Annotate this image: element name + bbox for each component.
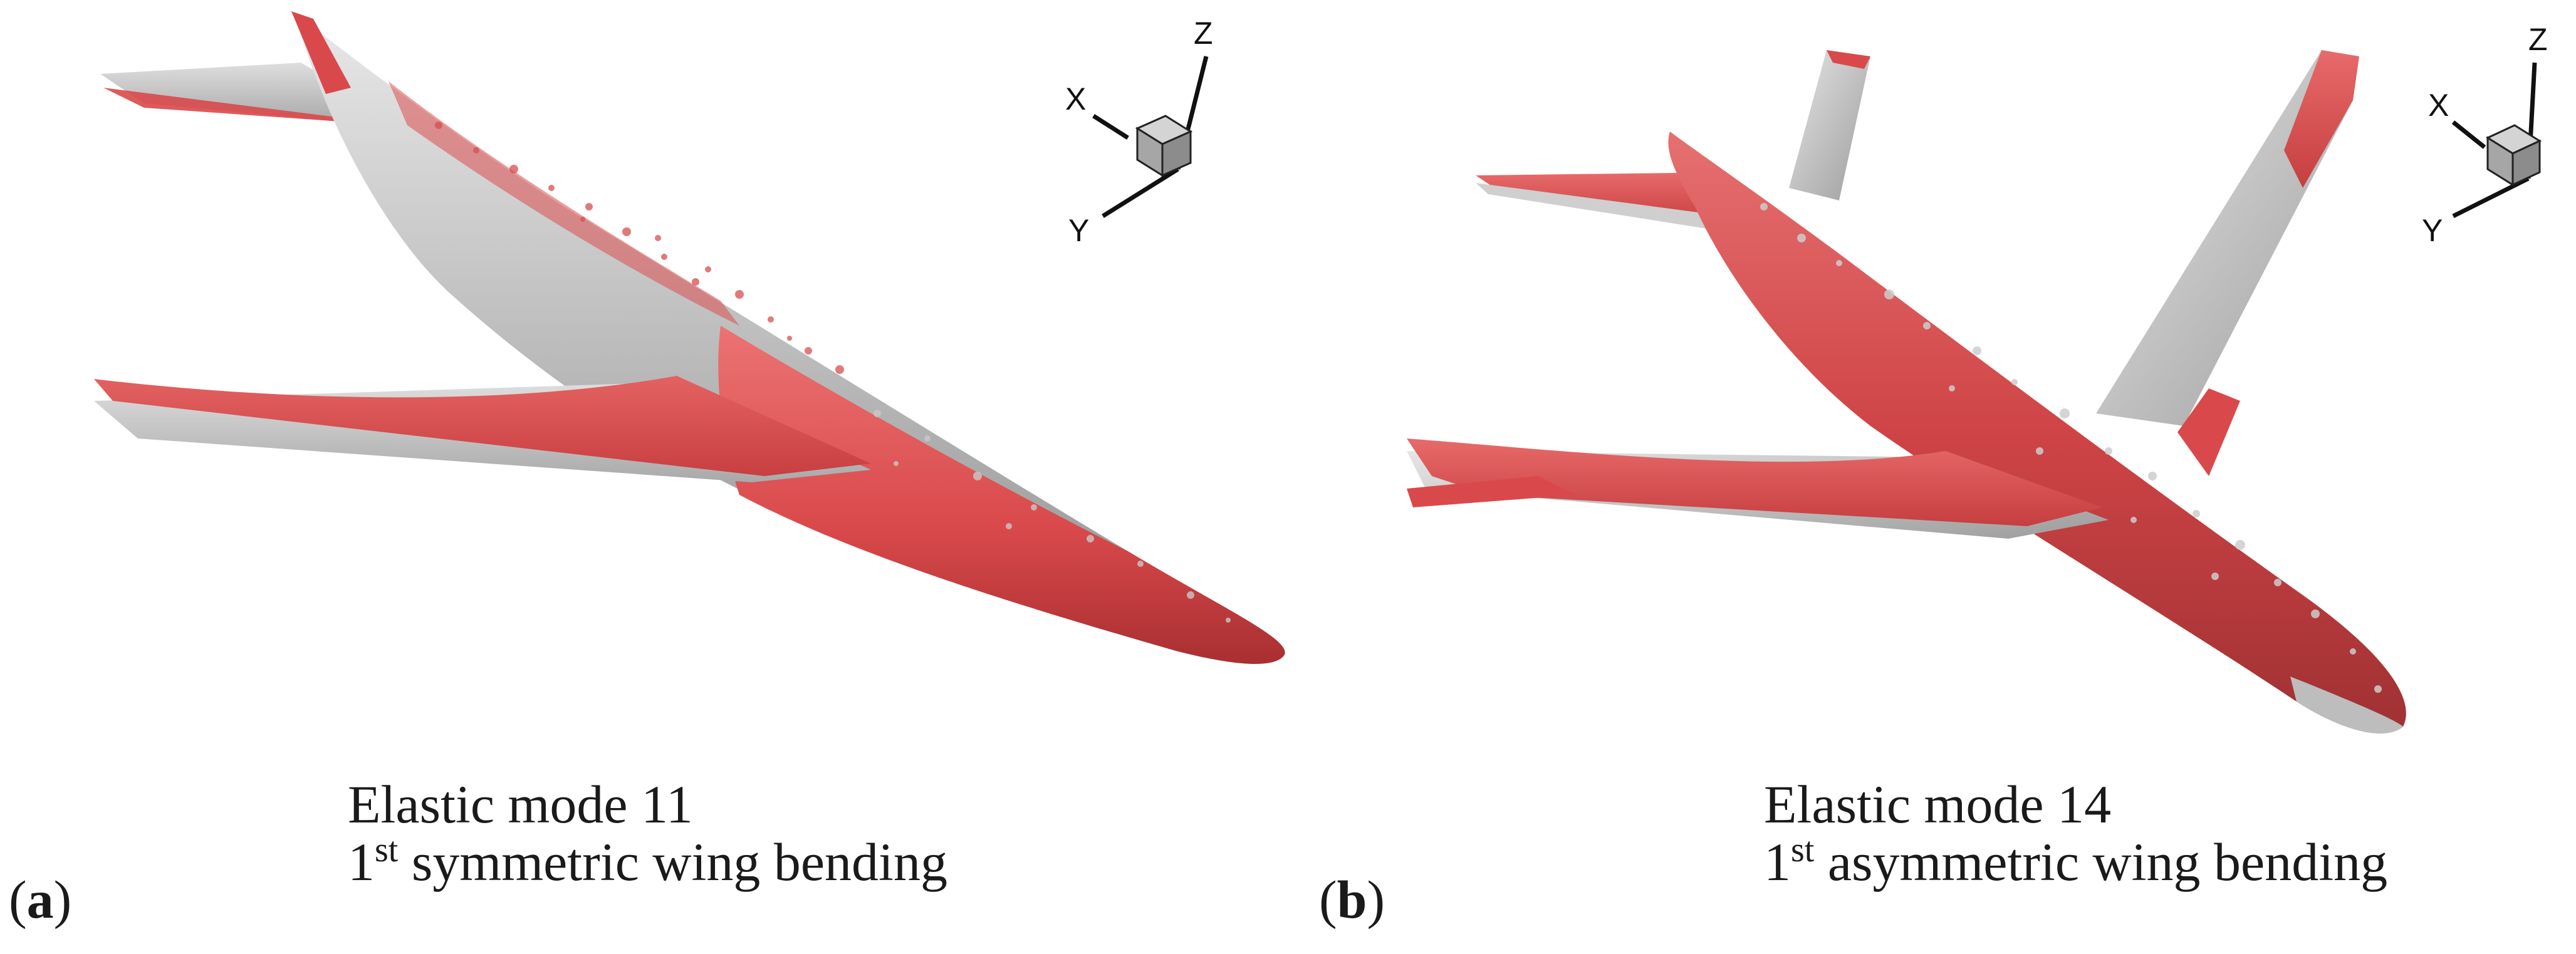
caption-b: Elastic mode 14 1st asymmetric wing bend… [1764,775,2387,891]
tail-a [291,11,351,94]
caption-a: Elastic mode 11 1st symmetric wing bendi… [348,775,947,891]
aircraft-render-b: Z X Y [1407,22,2548,734]
mode-order-number-b: 1 [1764,832,1791,892]
panel-letter-a: a [26,869,54,930]
panel-letter-b: b [1337,869,1367,930]
mode-description-line-b: 1st asymmetric wing bending [1764,831,2388,892]
panel-label-a: (a) [9,869,72,930]
near-wing-b [1407,438,2109,539]
far-wing-b [2096,50,2359,476]
axis-triad-a: Z X Y [1065,16,1213,248]
panel-label-b: (b) [1319,869,1385,930]
mode-order-number-a: 1 [348,832,375,892]
tail-b [1789,50,1870,200]
mode-description-line-a: 1st symmetric wing bending [348,831,947,892]
near-wing-a [94,376,871,482]
triad-z-label: Z [2528,22,2548,57]
aircraft-render-a: Z X Y [94,11,1285,664]
triad-z-label: Z [1194,16,1213,51]
fuselage-a [295,13,1285,664]
panel-b: Z X Y Elastic mode 14 1st asymmetric win… [1288,0,2576,954]
fuselage-b [1668,132,2406,734]
triad-x-label: X [1065,81,1086,117]
axis-triad-b: Z X Y [2422,22,2548,248]
mode-title-a: Elastic mode 11 [348,774,693,834]
mode-description-a: symmetric wing bending [411,832,947,892]
mode-description-b: asymmetric wing bending [1827,832,2388,892]
mode-title-b: Elastic mode 14 [1764,774,2112,834]
triad-y-label: Y [2422,213,2443,248]
mode-order-suffix-b: st [1791,831,1815,869]
mode-order-suffix-a: st [375,831,399,869]
triad-x-label: X [2428,88,2449,123]
triad-y-label: Y [1068,213,1089,248]
panel-a: Z X Y Elastic mode 11 1st symmetric wing… [9,11,1285,930]
